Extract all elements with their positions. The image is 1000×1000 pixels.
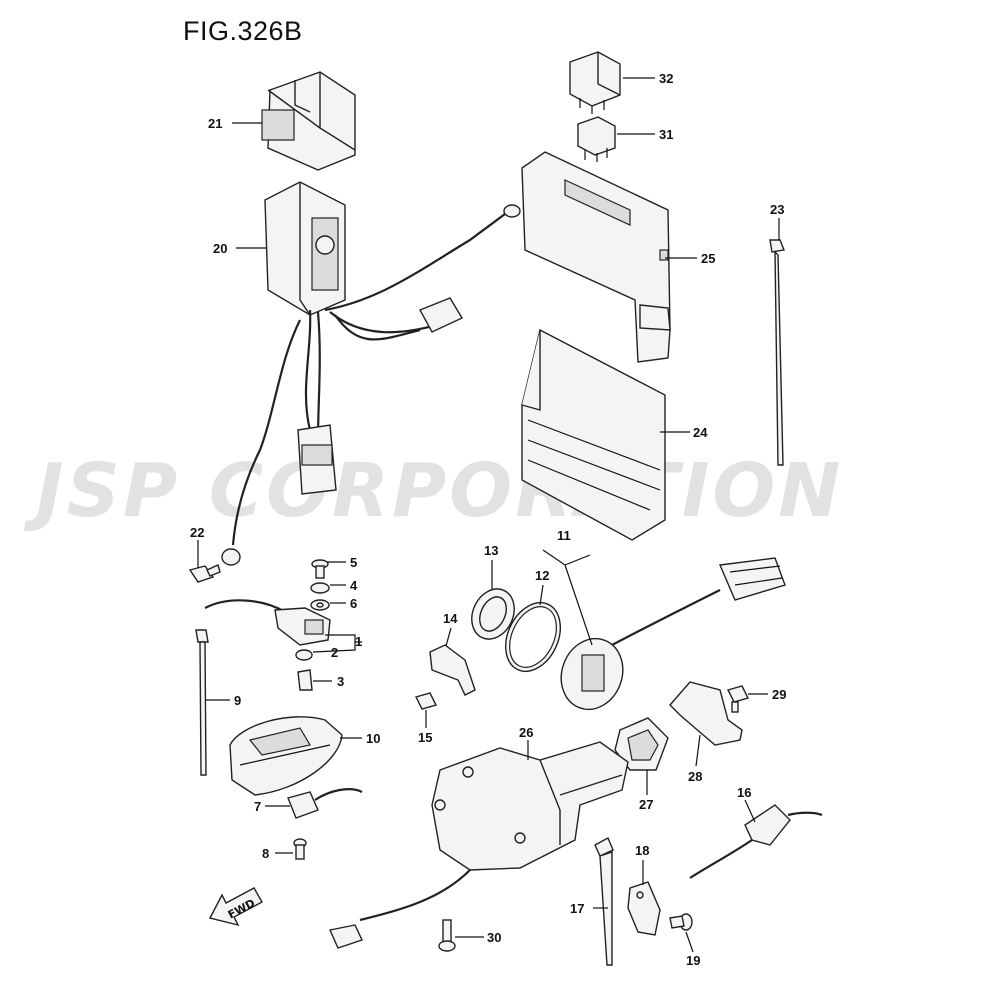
part-13-grommet[interactable] xyxy=(464,582,522,646)
part-28-bracket[interactable] xyxy=(669,681,743,746)
part-18-clamp[interactable] xyxy=(627,881,661,936)
callout-7[interactable]: 7 xyxy=(254,799,261,814)
part-3-clip[interactable] xyxy=(297,669,313,691)
callout-20[interactable]: 20 xyxy=(213,241,227,256)
fwd-arrow-icon xyxy=(208,887,263,927)
callout-3[interactable]: 3 xyxy=(337,674,344,689)
part-32-relay[interactable] xyxy=(569,51,621,114)
part-5-screw[interactable] xyxy=(311,559,329,579)
callout-10[interactable]: 10 xyxy=(366,731,380,746)
part-8-bolt[interactable] xyxy=(293,838,307,860)
callout-28[interactable]: 28 xyxy=(688,769,702,784)
part-23-cable-tie[interactable] xyxy=(769,239,785,466)
part-2-o-ring[interactable] xyxy=(295,649,313,661)
part-4-washer[interactable] xyxy=(310,582,330,594)
part-19-bolt[interactable] xyxy=(669,913,693,931)
part-21-relay-socket[interactable] xyxy=(261,71,356,171)
figure-title: FIG.326B xyxy=(183,16,303,46)
callout-12[interactable]: 12 xyxy=(535,568,549,583)
part-30-bolt[interactable] xyxy=(438,919,456,952)
callout-32[interactable]: 32 xyxy=(659,71,673,86)
callout-21[interactable]: 21 xyxy=(208,116,222,131)
callout-9[interactable]: 9 xyxy=(234,693,241,708)
part-17-cable-tie[interactable] xyxy=(594,837,614,966)
callout-11[interactable]: 11 xyxy=(557,528,571,543)
callout-22[interactable]: 22 xyxy=(190,525,204,540)
callout-6[interactable]: 6 xyxy=(350,596,357,611)
callout-24[interactable]: 24 xyxy=(693,425,708,440)
callout-17[interactable]: 17 xyxy=(570,901,584,916)
callout-4[interactable]: 4 xyxy=(350,578,358,593)
part-29-bolt[interactable] xyxy=(726,685,750,713)
part-14-clamp[interactable] xyxy=(429,644,476,696)
leader-lines xyxy=(197,77,780,953)
callout-27[interactable]: 27 xyxy=(639,797,653,812)
part-16-switch[interactable] xyxy=(689,804,823,879)
callout-30[interactable]: 30 xyxy=(487,930,501,945)
callout-labels: 1 2 3 4 5 6 7 8 9 10 11 12 13 14 15 16 1… xyxy=(190,71,786,968)
part-25-ecu-cover[interactable] xyxy=(521,151,671,363)
callout-29[interactable]: 29 xyxy=(772,687,786,702)
part-11-connector[interactable] xyxy=(551,557,786,718)
part-20-rectifier[interactable] xyxy=(221,181,521,566)
part-1-sensor[interactable] xyxy=(204,599,331,646)
callout-18[interactable]: 18 xyxy=(635,843,649,858)
part-15-bolt[interactable] xyxy=(414,692,438,710)
part-10-holder[interactable] xyxy=(229,716,343,796)
callout-19[interactable]: 19 xyxy=(686,953,700,968)
callout-8[interactable]: 8 xyxy=(262,846,269,861)
callout-5[interactable]: 5 xyxy=(350,555,357,570)
callout-31[interactable]: 31 xyxy=(659,127,673,142)
part-24-ecu[interactable] xyxy=(521,328,666,541)
callout-1[interactable]: 1 xyxy=(355,634,362,649)
callout-23[interactable]: 23 xyxy=(770,202,784,217)
part-27-rubber[interactable] xyxy=(614,717,669,771)
part-26-trim-motor[interactable] xyxy=(329,741,629,949)
callout-2[interactable]: 2 xyxy=(331,645,338,660)
part-6-washer[interactable] xyxy=(310,599,330,611)
part-7-sensor[interactable] xyxy=(287,788,363,819)
callout-26[interactable]: 26 xyxy=(519,725,533,740)
part-22-bolt[interactable] xyxy=(188,564,221,583)
callout-25[interactable]: 25 xyxy=(701,251,715,266)
callout-16[interactable]: 16 xyxy=(737,785,751,800)
callout-14[interactable]: 14 xyxy=(443,611,458,626)
callout-15[interactable]: 15 xyxy=(418,730,432,745)
part-9-cable-tie[interactable] xyxy=(195,629,209,776)
callout-13[interactable]: 13 xyxy=(484,543,498,558)
part-31-relay[interactable] xyxy=(577,116,616,162)
part-12-o-ring[interactable] xyxy=(495,594,571,680)
